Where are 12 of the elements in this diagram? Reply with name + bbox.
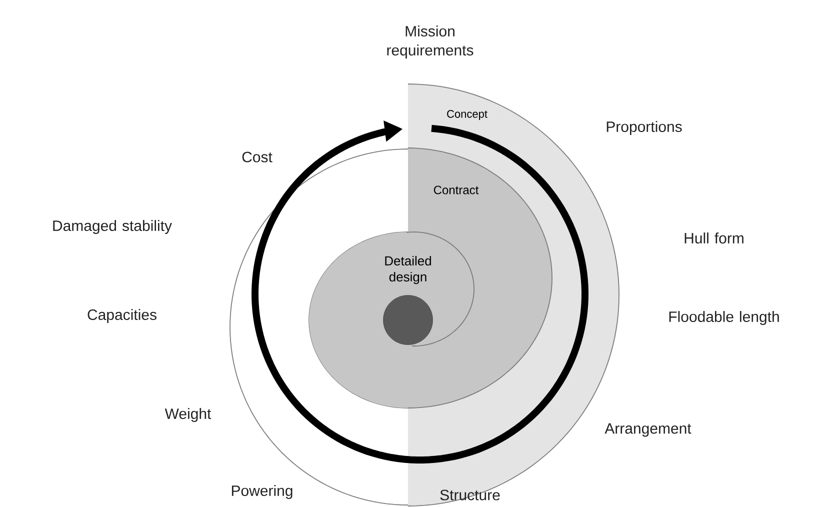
design-aspect-label: Weight (164, 408, 212, 422)
design-aspect-label: Powering (232, 485, 292, 499)
detailed-design-region: Detailed design (309, 232, 474, 408)
design-aspect-label: Floodable length (669, 311, 779, 325)
design-aspect-label: Mission requirements (387, 26, 474, 58)
design-aspect-label: Structure (440, 490, 500, 500)
design-aspect-label: Cost (242, 152, 272, 162)
design-aspect-label: Capacities (88, 309, 156, 323)
design-aspect-label: Damaged stability (53, 220, 172, 234)
node-label: Detailed design (385, 256, 432, 284)
design-aspect-label: Hull form (684, 232, 744, 244)
core-circle (383, 295, 433, 345)
